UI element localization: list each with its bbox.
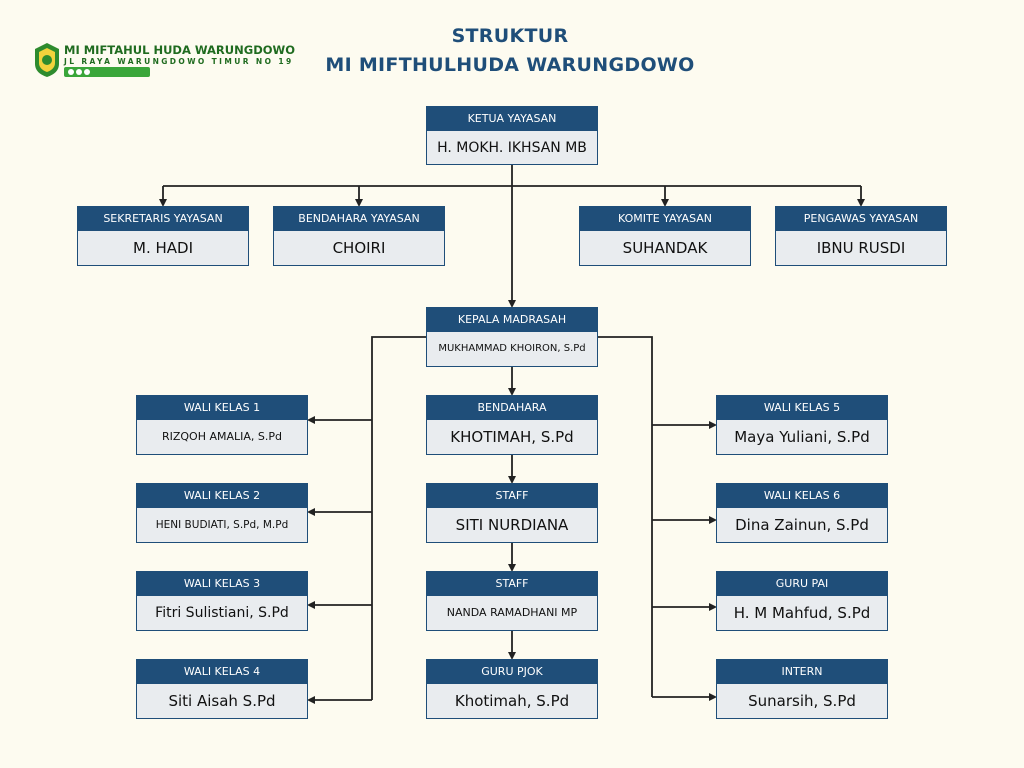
node-role: STAFF (427, 572, 597, 596)
node-person-name: CHOIRI (332, 239, 386, 257)
chart-title-line1: STRUKTUR (451, 25, 569, 47)
node-role: WALI KELAS 5 (717, 396, 887, 420)
node-role: KOMITE YAYASAN (580, 207, 750, 231)
node-wali-kelas-6: WALI KELAS 6 Dina Zainun, S.Pd (716, 483, 888, 543)
node-wali-kelas-4: WALI KELAS 4 Siti Aisah S.Pd (136, 659, 308, 719)
node-role: WALI KELAS 2 (137, 484, 307, 508)
school-address: JL RAYA WARUNGDOWO TIMUR NO 19 (64, 57, 294, 66)
node-sekretaris-yayasan: SEKRETARIS YAYASAN M. HADI (77, 206, 249, 266)
node-guru-pjok: GURU PJOK Khotimah, S.Pd (426, 659, 598, 719)
node-role: BENDAHARA (427, 396, 597, 420)
node-person-name: Sunarsih, S.Pd (748, 692, 856, 710)
node-role: GURU PJOK (427, 660, 597, 684)
node-role: WALI KELAS 1 (137, 396, 307, 420)
node-person-name: RIZQOH AMALIA, S.Pd (161, 430, 283, 443)
node-person-name: Dina Zainun, S.Pd (735, 516, 869, 534)
node-person-name: KHOTIMAH, S.Pd (450, 428, 574, 446)
node-person-name: MUKHAMMAD KHOIRON, S.Pd (438, 343, 586, 354)
node-wali-kelas-2: WALI KELAS 2 HENI BUDIATI, S.Pd, M.Pd (136, 483, 308, 543)
node-wali-kelas-3: WALI KELAS 3 Fitri Sulistiani, S.Pd (136, 571, 308, 631)
node-role: PENGAWAS YAYASAN (776, 207, 946, 231)
node-role: KETUA YAYASAN (427, 107, 597, 131)
node-bendahara: BENDAHARA KHOTIMAH, S.Pd (426, 395, 598, 455)
node-role: SEKRETARIS YAYASAN (78, 207, 248, 231)
node-person-name: Maya Yuliani, S.Pd (734, 428, 870, 446)
node-staff-1: STAFF SITI NURDIANA (426, 483, 598, 543)
connector-left-trunk (371, 336, 427, 700)
node-person-name: IBNU RUSDI (816, 239, 906, 257)
node-staff-2: STAFF NANDA RAMADHANI MP (426, 571, 598, 631)
chart-title-line2: MI MIFTHULHUDA WARUNGDOWO (325, 54, 695, 76)
school-name: MI MIFTAHUL HUDA WARUNGDOWO (64, 43, 295, 57)
node-person-name: SUHANDAK (622, 239, 708, 257)
social-contact-bar (64, 67, 150, 77)
node-person-name: NANDA RAMADHANI MP (446, 606, 578, 619)
node-person-name: M. HADI (133, 239, 193, 257)
school-emblem-icon (35, 43, 59, 77)
node-guru-pai: GURU PAI H. M Mahfud, S.Pd (716, 571, 888, 631)
node-role: BENDAHARA YAYASAN (274, 207, 444, 231)
node-wali-kelas-5: WALI KELAS 5 Maya Yuliani, S.Pd (716, 395, 888, 455)
node-person-name: H. MOKH. IKHSAN MB (437, 140, 587, 156)
node-person-name: H. M Mahfud, S.Pd (733, 604, 871, 622)
node-person-name: HENI BUDIATI, S.Pd, M.Pd (155, 519, 289, 531)
connector-right-trunk (597, 336, 653, 697)
school-logo: MI MIFTAHUL HUDA WARUNGDOWO JL RAYA WARU… (34, 42, 295, 82)
node-role: INTERN (717, 660, 887, 684)
node-role: STAFF (427, 484, 597, 508)
node-role: KEPALA MADRASAH (427, 308, 597, 332)
node-role: WALI KELAS 3 (137, 572, 307, 596)
node-wali-kelas-1: WALI KELAS 1 RIZQOH AMALIA, S.Pd (136, 395, 308, 455)
node-pengawas-yayasan: PENGAWAS YAYASAN IBNU RUSDI (775, 206, 947, 266)
node-intern: INTERN Sunarsih, S.Pd (716, 659, 888, 719)
node-kepala-madrasah: KEPALA MADRASAH MUKHAMMAD KHOIRON, S.Pd (426, 307, 598, 367)
node-person-name: Khotimah, S.Pd (454, 692, 570, 710)
node-bendahara-yayasan: BENDAHARA YAYASAN CHOIRI (273, 206, 445, 266)
node-role: GURU PAI (717, 572, 887, 596)
node-person-name: Fitri Sulistiani, S.Pd (155, 605, 289, 621)
node-person-name: SITI NURDIANA (455, 516, 569, 534)
node-role: WALI KELAS 4 (137, 660, 307, 684)
node-role: WALI KELAS 6 (717, 484, 887, 508)
node-person-name: Siti Aisah S.Pd (168, 692, 276, 710)
node-ketua-yayasan: KETUA YAYASAN H. MOKH. IKHSAN MB (426, 106, 598, 165)
node-komite-yayasan: KOMITE YAYASAN SUHANDAK (579, 206, 751, 266)
